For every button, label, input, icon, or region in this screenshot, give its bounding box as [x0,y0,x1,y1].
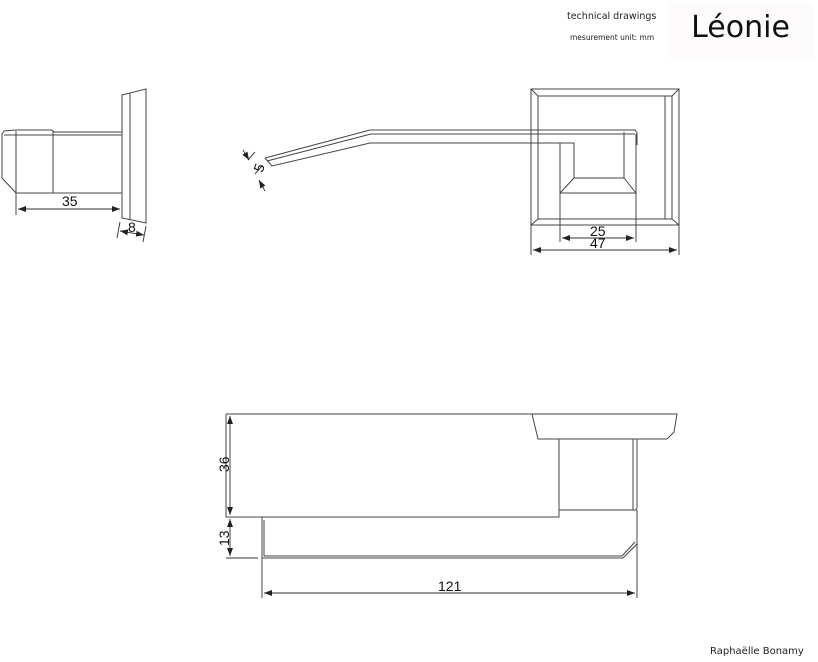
bottom-view: 36 13 121 [216,413,678,598]
dim-lever-thickness: 5 [250,161,268,174]
front-view-rose: 25 47 [530,88,680,255]
designer-credit: Raphaëlle Bonamy [710,646,804,657]
dim-upper-height: 36 [216,456,232,472]
dim-outer-width: 47 [590,235,606,251]
drawing-subtitle: technical drawings [567,11,657,22]
dim-rose-thickness: 8 [128,219,136,235]
dim-lower-height: 13 [216,530,232,546]
measurement-unit-label: mesurement unit: mm [570,33,655,42]
product-title-box: Léonie [667,2,814,58]
top-view-lever: 5 [242,129,638,192]
dim-inner-width: 25 [590,223,606,239]
dim-side-length: 35 [62,193,78,209]
dim-total-length: 121 [438,578,462,594]
product-title: Léonie [691,10,790,45]
side-view: 35 8 [1,88,147,243]
